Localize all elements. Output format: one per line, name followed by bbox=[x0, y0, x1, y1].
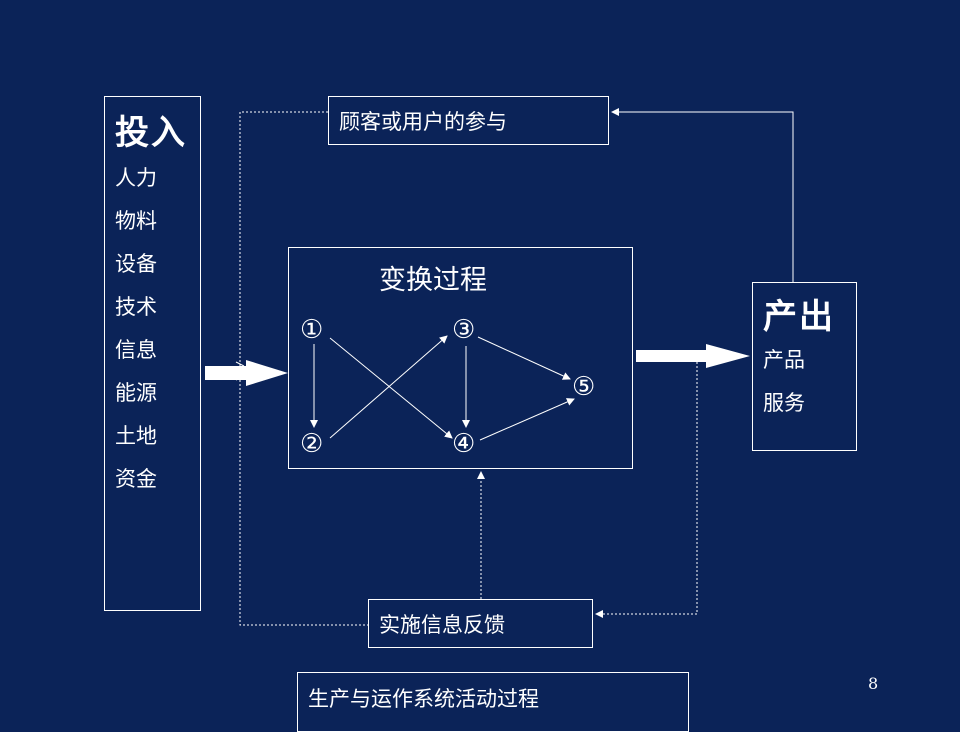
input-item: 土地 bbox=[115, 424, 157, 448]
process-node-2: ② bbox=[300, 429, 324, 459]
customer-dotted-connector bbox=[239, 111, 368, 626]
input-item: 技术 bbox=[115, 295, 157, 319]
output-item: 产品 bbox=[763, 348, 805, 372]
edge-2-3 bbox=[329, 335, 448, 439]
page-number: 8 bbox=[868, 674, 879, 693]
edge-1-4 bbox=[329, 337, 453, 439]
edge-4-5 bbox=[479, 398, 575, 441]
input-box: 投入 人力 物料 设备 技术 信息 能源 土地 资金 bbox=[104, 96, 201, 611]
input-list: 人力 物料 设备 技术 信息 能源 土地 资金 bbox=[115, 163, 157, 507]
feedback-label: 实施信息反馈 bbox=[379, 613, 505, 637]
input-item: 人力 bbox=[115, 166, 157, 190]
input-item: 设备 bbox=[115, 252, 157, 276]
caption-box: 生产与运作系统活动过程 bbox=[297, 672, 689, 732]
caption-text: 生产与运作系统活动过程 bbox=[308, 687, 539, 711]
transformation-process-title: 变换过程 bbox=[379, 265, 487, 296]
process-node-4: ④ bbox=[452, 429, 476, 459]
edge-3-5 bbox=[477, 336, 571, 380]
input-item: 信息 bbox=[115, 338, 157, 362]
input-item: 资金 bbox=[115, 467, 157, 491]
junction-marker bbox=[235, 361, 245, 381]
process-to-output-arrow bbox=[636, 344, 750, 368]
input-item: 物料 bbox=[115, 209, 157, 233]
customer-participation-box: 顾客或用户的参与 bbox=[328, 96, 609, 145]
output-item: 服务 bbox=[763, 391, 805, 415]
feedback-box: 实施信息反馈 bbox=[368, 599, 593, 648]
input-to-process-arrow bbox=[205, 360, 288, 386]
process-node-3: ③ bbox=[452, 315, 476, 345]
process-node-1: ① bbox=[300, 315, 324, 345]
input-item: 能源 bbox=[115, 381, 157, 405]
output-list: 产品 服务 bbox=[763, 345, 805, 431]
transformation-process-box: 变换过程 bbox=[288, 247, 633, 469]
output-to-feedback-connector bbox=[595, 362, 698, 618]
output-to-customer-connector bbox=[611, 108, 794, 282]
customer-participation-label: 顾客或用户的参与 bbox=[339, 110, 507, 134]
process-node-5: ⑤ bbox=[572, 372, 596, 402]
output-box: 产出 产品 服务 bbox=[752, 282, 857, 451]
output-title: 产出 bbox=[763, 297, 835, 337]
input-title: 投入 bbox=[115, 113, 187, 153]
